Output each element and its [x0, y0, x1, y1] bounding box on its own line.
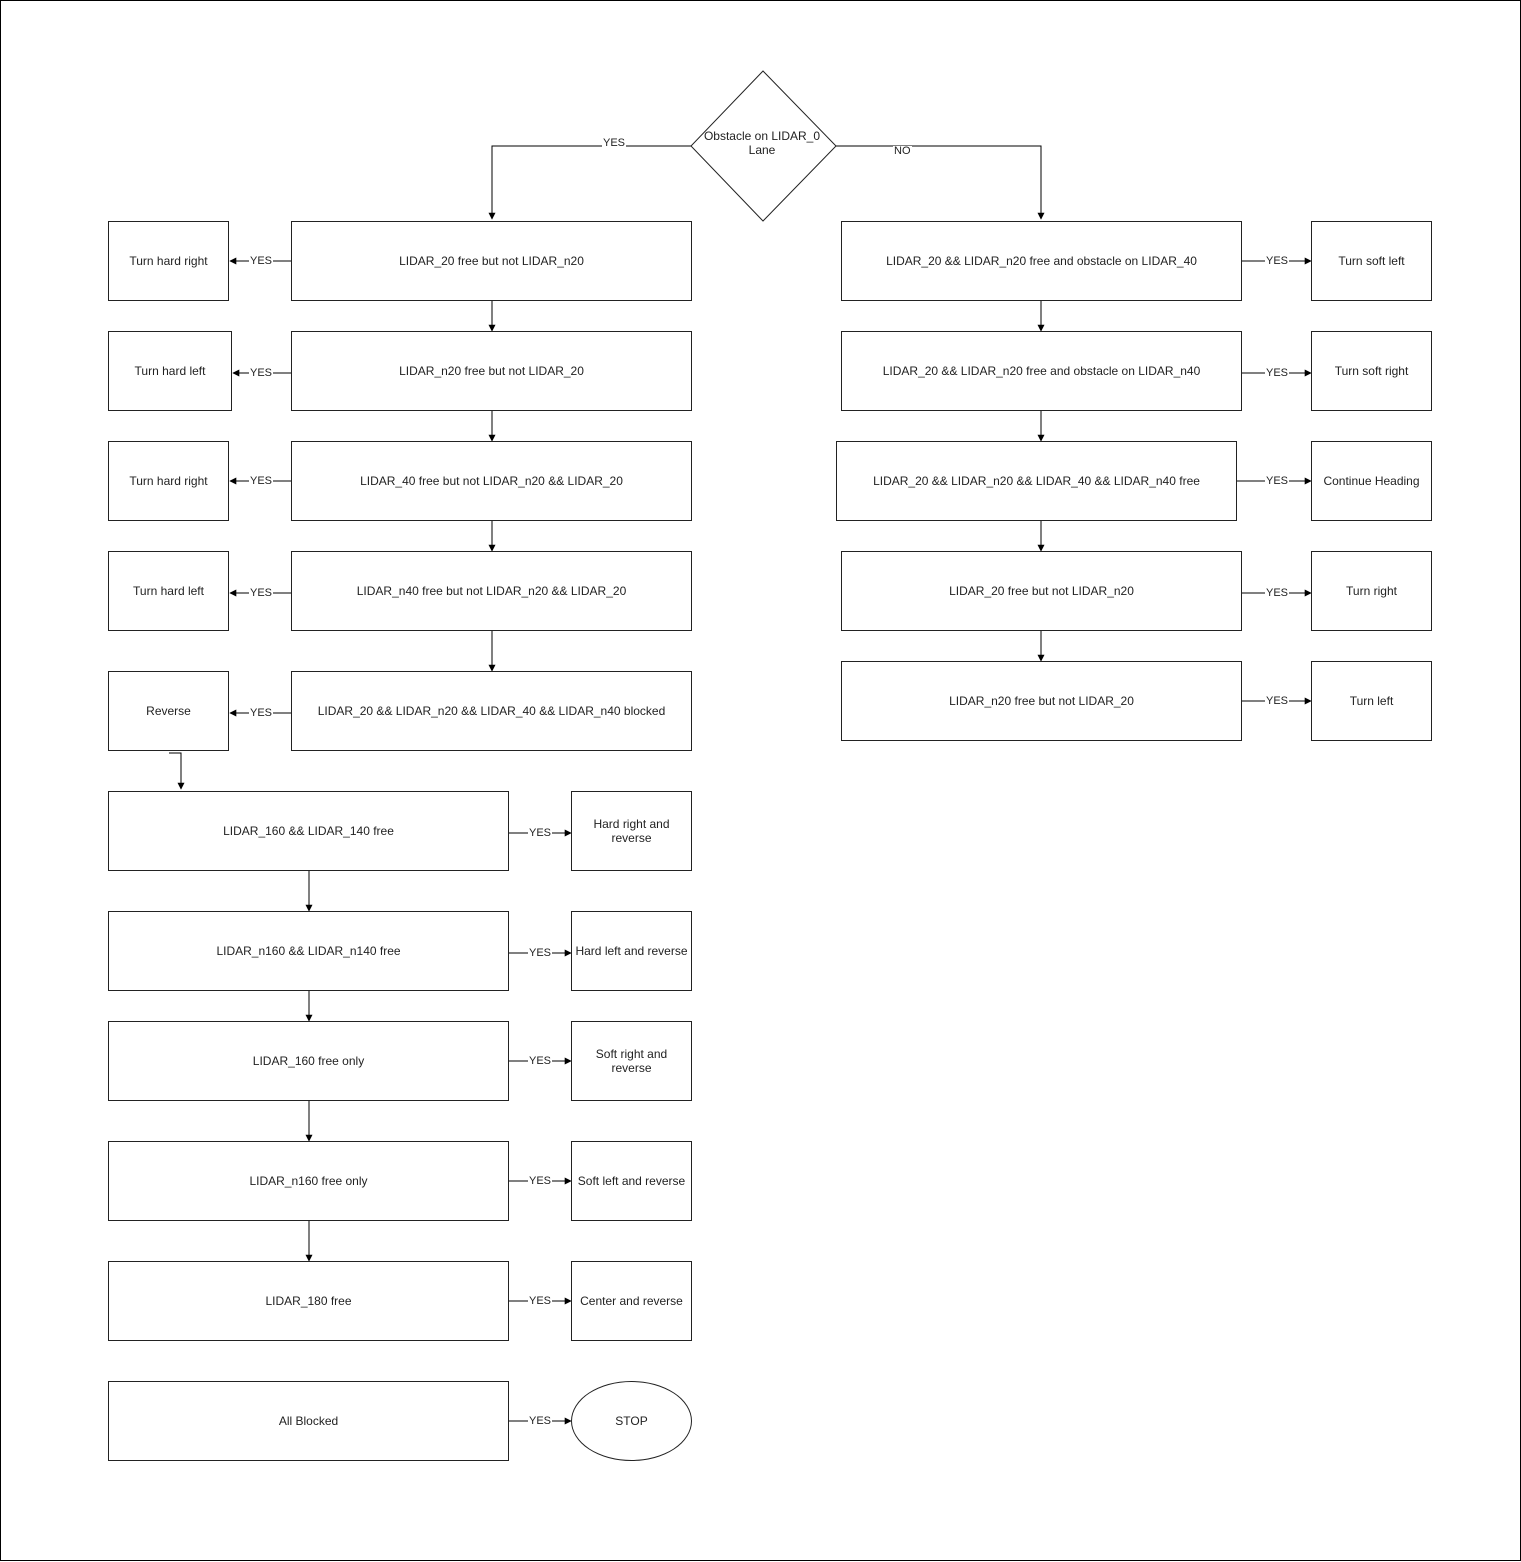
condition-box: LIDAR_20 && LIDAR_n20 && LIDAR_40 && LID… — [836, 441, 1237, 521]
edge-yes-label: YES — [1265, 587, 1290, 599]
no-branch-connector — [836, 145, 1045, 220]
condition-box: LIDAR_20 free but not LIDAR_n20 — [841, 551, 1242, 631]
condition-box: LIDAR_n40 free but not LIDAR_n20 && LIDA… — [291, 551, 692, 631]
edge-yes-label: YES — [1265, 255, 1290, 267]
condition-box: All Blocked — [108, 1381, 509, 1461]
yes-branch-connector — [488, 145, 691, 220]
reverse-to-chain-connector — [169, 752, 185, 790]
edge-yes-label: YES — [528, 1055, 553, 1067]
edge-yes-label: YES — [1265, 695, 1290, 707]
action-box: Turn hard right — [108, 441, 229, 521]
action-box: Hard left and reverse — [571, 911, 692, 991]
action-box: Turn right — [1311, 551, 1432, 631]
condition-box: LIDAR_160 free only — [108, 1021, 509, 1101]
action-box: Soft left and reverse — [571, 1141, 692, 1221]
condition-box: LIDAR_40 free but not LIDAR_n20 && LIDAR… — [291, 441, 692, 521]
decision-label: Obstacle on LIDAR_0 Lane — [703, 129, 821, 157]
edge-yes-label: YES — [528, 947, 553, 959]
edge-yes-label: YES — [528, 1295, 553, 1307]
action-box: Turn hard left — [108, 551, 229, 631]
condition-box: LIDAR_180 free — [108, 1261, 509, 1341]
edge-yes-label: YES — [249, 587, 274, 599]
edge-yes-label: YES — [249, 707, 274, 719]
edge-yes-label: YES — [1265, 475, 1290, 487]
condition-box: LIDAR_n20 free but not LIDAR_20 — [291, 331, 692, 411]
condition-box: LIDAR_20 && LIDAR_n20 && LIDAR_40 && LID… — [291, 671, 692, 751]
action-box: Turn soft left — [1311, 221, 1432, 301]
condition-box: LIDAR_20 && LIDAR_n20 free and obstacle … — [841, 331, 1242, 411]
action-box: Turn left — [1311, 661, 1432, 741]
condition-box: LIDAR_n20 free but not LIDAR_20 — [841, 661, 1242, 741]
action-box: Turn soft right — [1311, 331, 1432, 411]
decision-no-label: NO — [893, 145, 912, 157]
action-box: Center and reverse — [571, 1261, 692, 1341]
edge-yes-label: YES — [1265, 367, 1290, 379]
decision-diamond — [690, 70, 837, 222]
condition-box: LIDAR_20 free but not LIDAR_n20 — [291, 221, 692, 301]
condition-box: LIDAR_20 && LIDAR_n20 free and obstacle … — [841, 221, 1242, 301]
action-box: Turn hard right — [108, 221, 229, 301]
action-box: Turn hard left — [108, 331, 232, 411]
edge-yes-label: YES — [249, 255, 274, 267]
action-box: Reverse — [108, 671, 229, 751]
condition-box: LIDAR_160 && LIDAR_140 free — [108, 791, 509, 871]
edge-yes-label: YES — [528, 1415, 553, 1427]
edge-yes-label: YES — [249, 367, 274, 379]
edge-yes-label: YES — [528, 827, 553, 839]
action-box: Soft right and reverse — [571, 1021, 692, 1101]
decision-yes-label: YES — [602, 137, 627, 149]
stop-terminal: STOP — [571, 1381, 692, 1461]
action-box: Continue Heading — [1311, 441, 1432, 521]
edge-yes-label: YES — [249, 475, 274, 487]
edge-yes-label: YES — [528, 1175, 553, 1187]
condition-box: LIDAR_n160 free only — [108, 1141, 509, 1221]
condition-box: LIDAR_n160 && LIDAR_n140 free — [108, 911, 509, 991]
action-box: Hard right and reverse — [571, 791, 692, 871]
